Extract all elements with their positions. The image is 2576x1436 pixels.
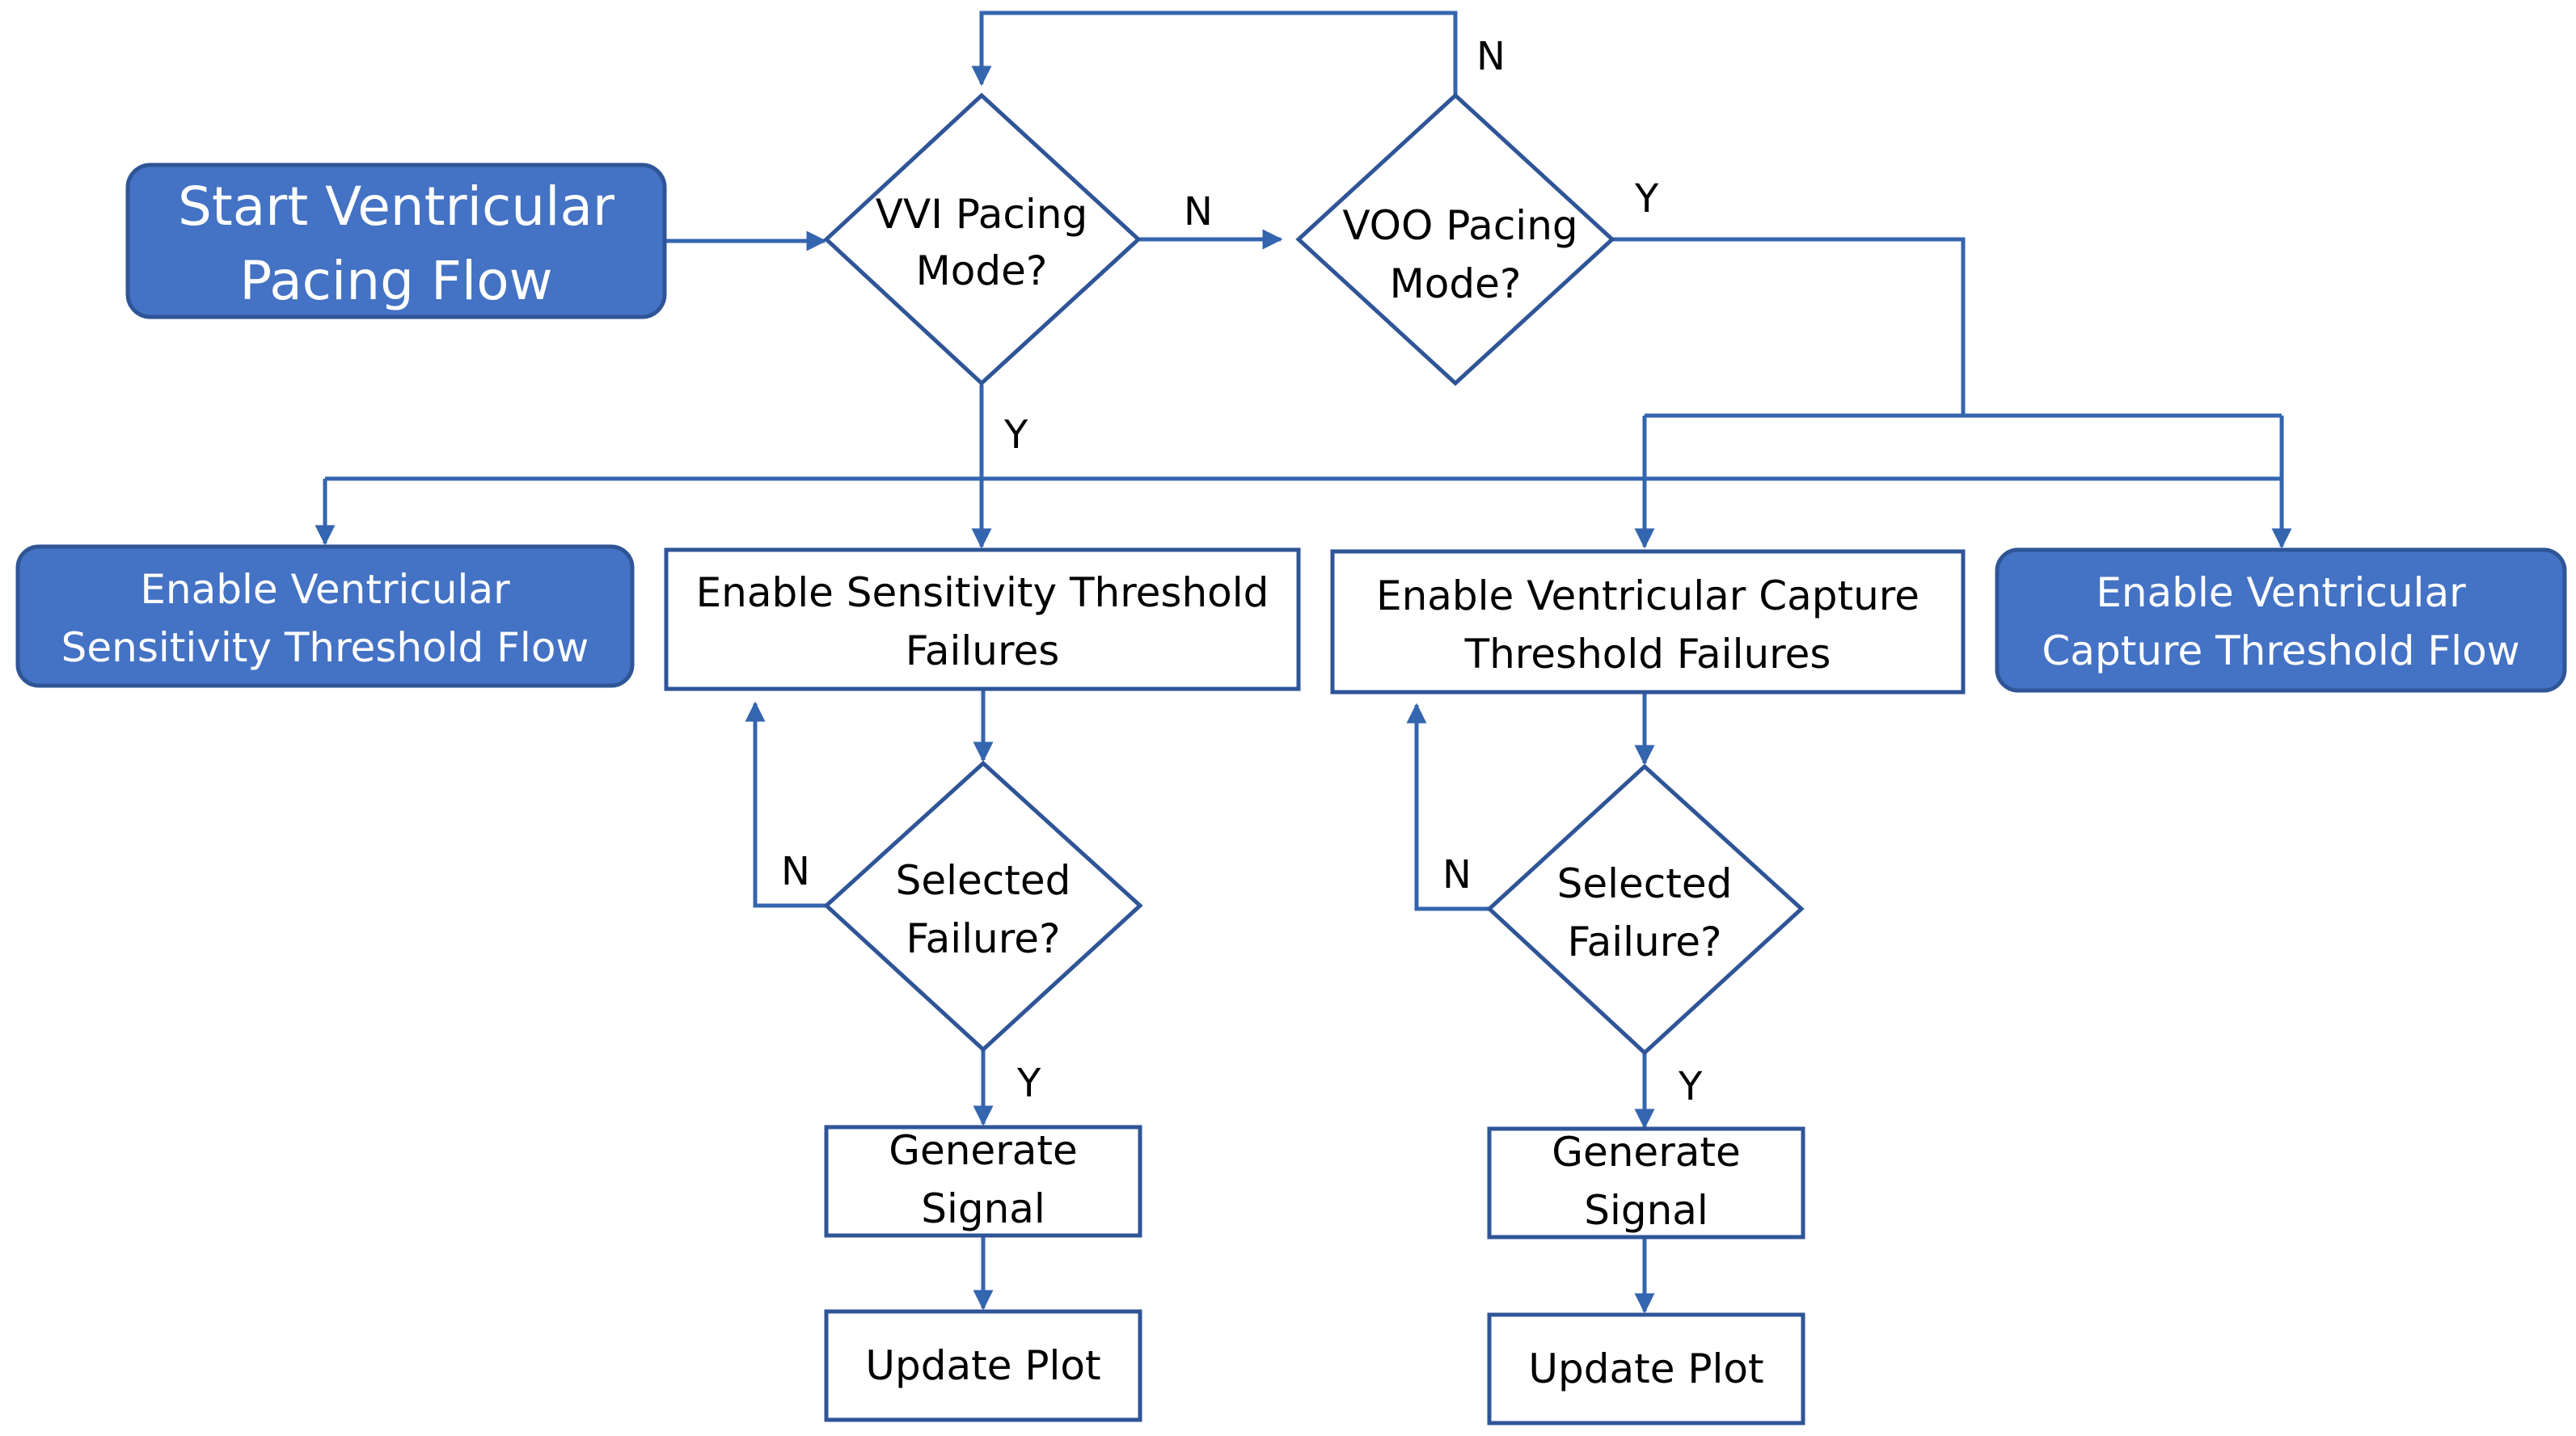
node-sensitivity-threshold-failures: Enable Sensitivity Threshold Failures (664, 547, 1301, 691)
edge-label-vvi-yes: Y (1003, 412, 1028, 458)
start-label-line1: Start Ventricular (178, 175, 615, 238)
capture-flow-line1: Enable Ventricular (2096, 569, 2466, 616)
edge-label-vvi-no: N (1184, 189, 1213, 234)
voo-label-line1: VOO Pacing (1342, 202, 1577, 249)
edge-label-voo-no: N (1476, 34, 1505, 79)
edge-left-failure-no-loop (745, 701, 826, 908)
selected-left-line1: Selected (896, 857, 1071, 904)
edge-label-left-failure-no: N (781, 849, 810, 894)
node-update-plot-right: Update Plot (1487, 1312, 1805, 1425)
generate-left-line1: Generate (889, 1127, 1078, 1174)
generate-right-line2: Signal (1584, 1187, 1708, 1234)
node-selected-failure-right: Selected Failure? (1486, 763, 1805, 1056)
node-capture-threshold-flow: Enable Ventricular Capture Threshold Flo… (1995, 547, 2567, 693)
edge-right-failure-no-loop (1406, 703, 1489, 911)
selected-right-line1: Selected (1557, 860, 1733, 907)
node-vvi-pacing-mode-decision: VVI Pacing Mode? (823, 92, 1142, 386)
node-start-ventricular-pacing-flow: Start Ventricular Pacing Flow (125, 163, 667, 319)
generate-left-line2: Signal (921, 1185, 1045, 1232)
selected-left-line2: Failure? (906, 915, 1060, 962)
node-update-plot-left: Update Plot (824, 1309, 1142, 1422)
edge-label-voo-yes: Y (1634, 176, 1659, 222)
sensitivity-flow-line2: Sensitivity Threshold Flow (61, 624, 589, 671)
edge-voo-loop-to-vvi (971, 11, 1458, 95)
sensitivity-failures-line2: Failures (906, 627, 1060, 674)
edge-labels: N N Y Y N Y N Y (781, 34, 1703, 1109)
edge-label-left-failure-yes: Y (1016, 1061, 1041, 1106)
capture-flow-line2: Capture Threshold Flow (2042, 627, 2519, 674)
connectors (315, 11, 2292, 1314)
edge-label-right-failure-yes: Y (1678, 1064, 1703, 1109)
edge-label-right-failure-no: N (1442, 852, 1472, 898)
start-label-line2: Pacing Flow (239, 250, 552, 312)
update-plot-right-label: Update Plot (1528, 1345, 1763, 1392)
node-generate-signal-left: Generate Signal (824, 1125, 1142, 1238)
node-sensitivity-threshold-flow: Enable Ventricular Sensitivity Threshold… (15, 544, 635, 688)
voo-label-line2: Mode? (1390, 260, 1522, 307)
capture-failures-line1: Enable Ventricular Capture (1376, 572, 1919, 619)
sensitivity-flow-line1: Enable Ventricular (140, 566, 510, 613)
generate-right-line1: Generate (1552, 1129, 1741, 1176)
capture-failures-line2: Threshold Failures (1464, 631, 1831, 678)
sensitivity-failures-line1: Enable Sensitivity Threshold (696, 569, 1269, 616)
update-plot-left-label: Update Plot (865, 1342, 1100, 1389)
node-selected-failure-left: Selected Failure? (823, 760, 1143, 1053)
node-voo-pacing-mode-decision: VOO Pacing Mode? (1295, 92, 1615, 386)
vvi-label-line2: Mode? (916, 247, 1048, 294)
selected-right-line2: Failure? (1567, 919, 1721, 965)
vvi-label-line1: VVI Pacing (876, 191, 1087, 238)
edge-voo-yes-branch (1612, 237, 1966, 414)
node-capture-threshold-failures: Enable Ventricular Capture Threshold Fai… (1330, 549, 1966, 695)
node-generate-signal-right: Generate Signal (1487, 1126, 1805, 1240)
